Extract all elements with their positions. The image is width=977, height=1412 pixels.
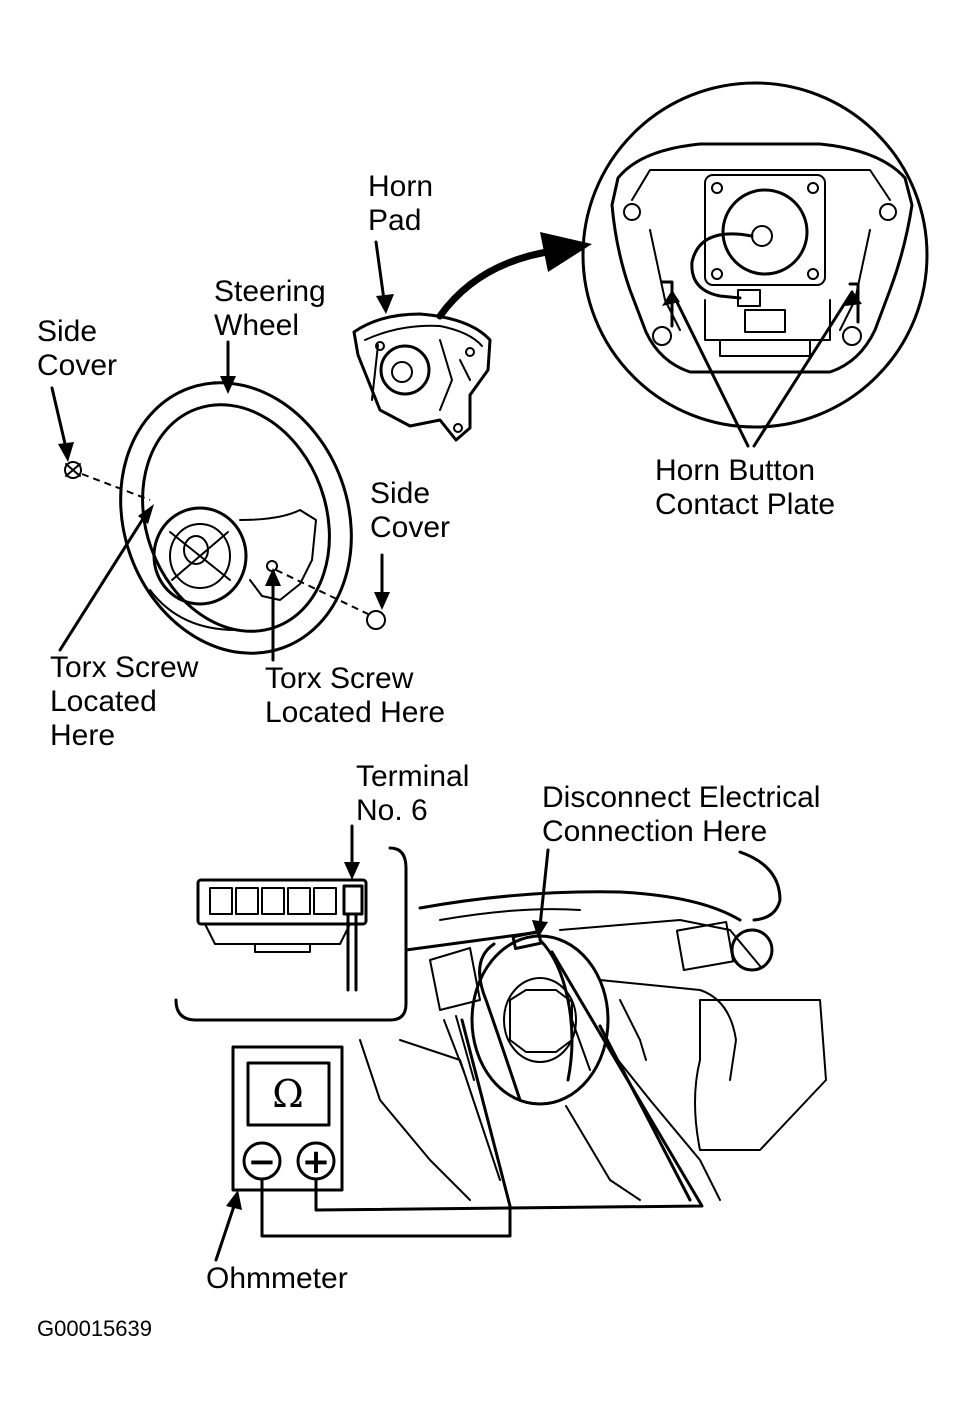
disconnect-connection-label: Disconnect Electrical Connection Here (542, 781, 821, 848)
terminal-no6-label: Terminal No. 6 (356, 760, 470, 827)
figure-code: G00015639 (37, 1316, 152, 1341)
ohmmeter-icon: Ω − + (231, 1045, 344, 1192)
torx-screw-left-label: Torx Screw Located Here (50, 651, 199, 752)
horn-button-contact-plate-label: Horn Button Contact Plate (655, 454, 836, 521)
steering-wheel-label: Steering Wheel (214, 275, 326, 342)
ohm-symbol: Ω (272, 1072, 304, 1116)
side-cover-left-label: Side Cover (37, 315, 118, 382)
side-cover-right-icon (366, 610, 386, 630)
contact-plate-magnified-icon (581, 81, 929, 429)
dashboard-column-icon (359, 850, 827, 1201)
horn-pad-label: Horn Pad (368, 170, 434, 237)
negative-terminal: − (248, 1142, 277, 1182)
torx-screw-right-label: Torx Screw Located Here (265, 662, 446, 729)
side-cover-left-icon (64, 461, 82, 479)
positive-terminal: + (302, 1142, 331, 1182)
horn-pad-icon (352, 312, 492, 442)
ohmmeter-label: Ohmmeter (206, 1262, 348, 1295)
side-cover-right-label: Side Cover (370, 477, 451, 544)
connector-inset-icon (196, 878, 368, 992)
steering-wheel-icon (119, 381, 353, 655)
